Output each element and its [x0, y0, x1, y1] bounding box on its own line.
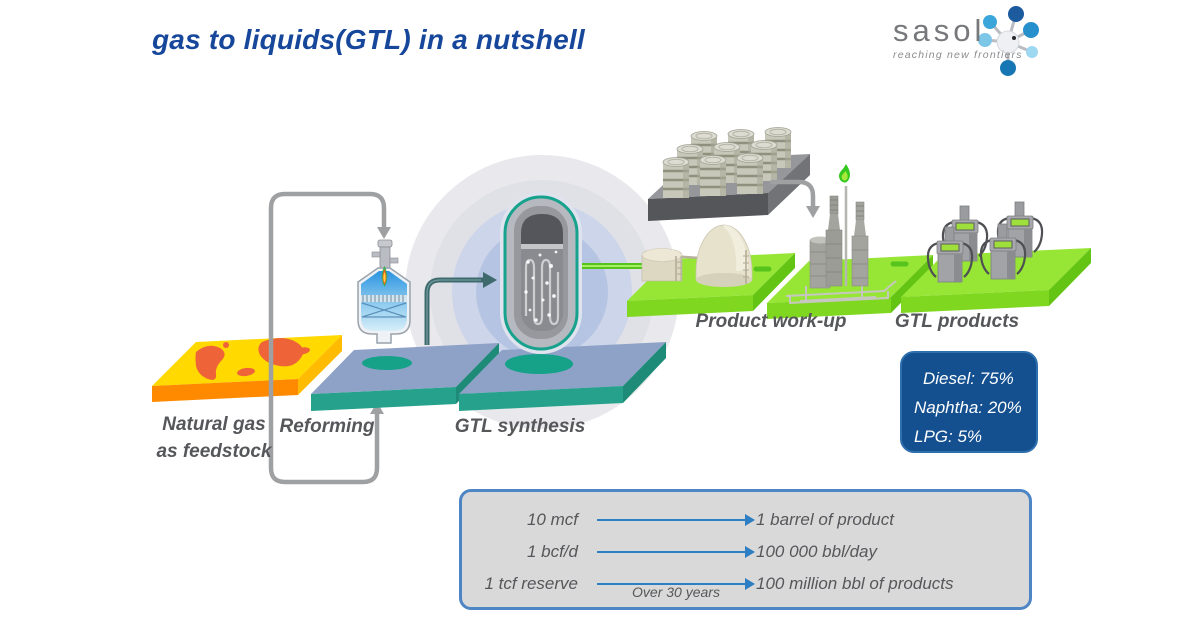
- conversion-row: 1 tcf reserve 100 million bbl of product…: [462, 568, 1029, 600]
- conversion-input: 1 bcf/d: [526, 542, 578, 561]
- conversion-output: 100 000 bbl/day: [756, 542, 877, 561]
- label-feedstock-line2: as feedstock: [156, 441, 272, 462]
- conversion-ratios-box: 10 mcf 1 barrel of product 1 bcf/d 100 0…: [459, 489, 1032, 610]
- label-gtl-products: GTL products: [894, 311, 1020, 332]
- gtl-reactor: [500, 192, 582, 354]
- conversion-output: 1 barrel of product: [756, 510, 894, 529]
- reformer-vessel: [357, 239, 411, 344]
- sasol-wordmark: sasol: [893, 13, 986, 48]
- conversion-input: 10 mcf: [526, 510, 578, 529]
- column-tall-2: [851, 201, 869, 287]
- label-product-workup: Product work-up: [695, 311, 847, 332]
- right-arrow-icon: [597, 578, 755, 590]
- conversion-note: Over 30 years: [632, 584, 720, 600]
- product-pipe: [572, 261, 909, 272]
- label-feedstock-line1: Natural gas: [162, 414, 266, 435]
- barrels: [662, 127, 792, 198]
- product-split-box: Diesel: 75% Naphtha: 20% LPG: 5%: [900, 351, 1038, 453]
- conversion-output: 100 million bbl of products: [756, 574, 954, 593]
- label-natural-gas-feedstock: Natural gas as feedstock: [126, 411, 302, 465]
- barrels-pallet: [648, 127, 820, 221]
- flare-flame: [839, 164, 850, 183]
- conversion-row: 1 bcf/d 100 000 bbl/day: [462, 536, 1029, 568]
- conversion-row: 10 mcf 1 barrel of product: [462, 504, 1029, 536]
- label-reforming: Reforming: [279, 416, 375, 437]
- product-split-naphtha: Naphtha: 20%: [914, 398, 1022, 417]
- right-arrow-icon: [597, 546, 755, 558]
- fuel-pumps: [926, 201, 1044, 283]
- molecule-icon: [978, 6, 1039, 76]
- natural-gas-platform: [152, 335, 342, 402]
- burner-flame: [381, 266, 388, 287]
- product-split-diesel: Diesel: 75%: [923, 369, 1014, 388]
- recycle-loop-arrows: [268, 191, 391, 485]
- conversion-input: 1 tcf reserve: [484, 574, 578, 593]
- fuel-pump: [926, 226, 974, 283]
- fuel-pump: [979, 223, 1027, 280]
- catalyst-bed: [361, 295, 407, 302]
- page-title: gas to liquids(GTL) in a nutshell: [152, 24, 585, 55]
- synthesis-platform: [459, 342, 666, 411]
- bubbles: [524, 250, 558, 322]
- distillation-columns: [785, 164, 897, 305]
- column-short: [809, 236, 831, 289]
- label-gtl-synthesis: GTL synthesis: [454, 416, 586, 437]
- right-arrow-icon: [597, 514, 755, 526]
- product-split-lpg: LPG: 5%: [914, 427, 983, 446]
- column-tall-1: [825, 195, 843, 287]
- barrels-arrow: [769, 179, 820, 218]
- sasol-tagline: reaching new frontiers: [893, 49, 1023, 61]
- sasol-logo: sasol reaching new frontiers: [893, 13, 1043, 61]
- storage-tanks: [641, 224, 753, 287]
- syngas-pipe-arrow: [424, 272, 497, 345]
